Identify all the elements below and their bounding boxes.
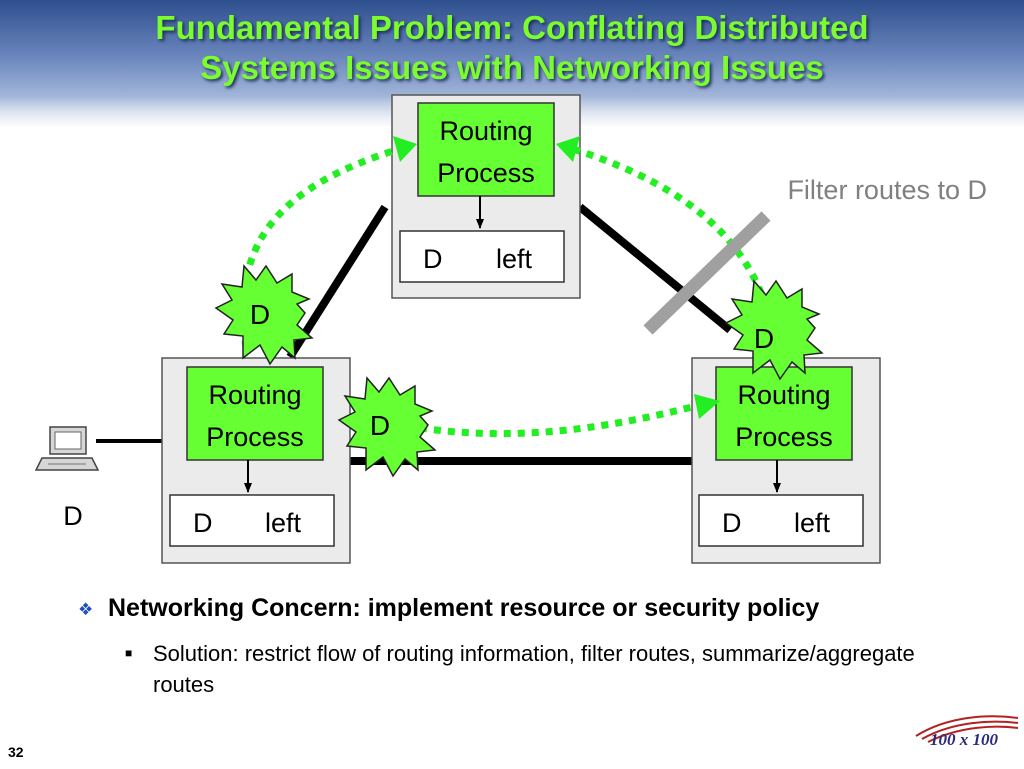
square-bullet-icon: ■ <box>125 646 133 660</box>
diamond-bullet-icon: ❖ <box>78 600 94 619</box>
table-dest: D <box>193 508 213 538</box>
table-dir: left <box>265 508 302 538</box>
announcement-label: D <box>250 299 270 330</box>
announcement-label: D <box>754 323 774 354</box>
process-label: Process <box>206 422 304 452</box>
logo: 100 x 100 <box>908 714 1020 764</box>
announcement-starburst: D <box>724 279 824 381</box>
title-line-2: Systems Issues with Networking Issues <box>200 49 824 86</box>
routing-process <box>417 102 555 197</box>
router-right: Routing Process D left <box>691 357 881 564</box>
bullet-list: ❖ Networking Concern: implement resource… <box>70 590 950 700</box>
host-computer-icon <box>34 426 100 471</box>
title-line-1: Fundamental Problem: Conflating Distribu… <box>155 9 869 46</box>
process-label: Routing <box>208 380 301 410</box>
host-label: D <box>63 501 83 531</box>
process-label: Routing <box>737 380 830 410</box>
bullet-main-text: Networking Concern: implement resource o… <box>108 594 820 622</box>
bullet-sub: ■ Solution: restrict flow of routing inf… <box>70 638 950 700</box>
routing-table <box>169 494 335 547</box>
table-dest: D <box>722 508 742 538</box>
bullet-sub-text: Solution: restrict flow of routing infor… <box>153 641 915 697</box>
route-arrow-left-to-top <box>239 146 398 349</box>
table-dest: D <box>423 244 443 274</box>
page-number: 32 <box>8 744 24 760</box>
arrowhead-right-to-top <box>556 136 580 162</box>
table-dir: left <box>794 508 831 538</box>
announcement-starburst: D <box>337 376 437 478</box>
filter-label: Filter routes to D <box>787 175 987 205</box>
announcement-label: D <box>370 410 390 441</box>
routing-table <box>399 230 565 283</box>
routing-process <box>715 366 853 461</box>
filter-bar <box>643 211 771 335</box>
route-arrow-left-to-right <box>419 401 701 438</box>
logo-swoosh-icon <box>915 715 1019 743</box>
route-arrow-right-to-top <box>574 146 774 321</box>
routing-table <box>698 494 864 547</box>
link-top-right <box>577 203 733 334</box>
logo-text: 100 x 100 <box>930 730 998 749</box>
arrowhead-left-to-right <box>694 394 720 419</box>
slide-title: Fundamental Problem: Conflating Distribu… <box>0 8 1024 88</box>
process-label: Process <box>437 158 535 188</box>
arrowhead-left-to-top <box>393 136 417 162</box>
routing-process <box>186 366 324 461</box>
router-top: Routing Process D left <box>391 94 581 299</box>
table-dir: left <box>496 244 533 274</box>
process-label: Routing <box>439 116 532 146</box>
bullet-main: ❖ Networking Concern: implement resource… <box>70 590 950 626</box>
router-left: Routing Process D left <box>161 357 351 564</box>
announcement-starburst: D <box>214 264 314 366</box>
process-label: Process <box>735 422 833 452</box>
